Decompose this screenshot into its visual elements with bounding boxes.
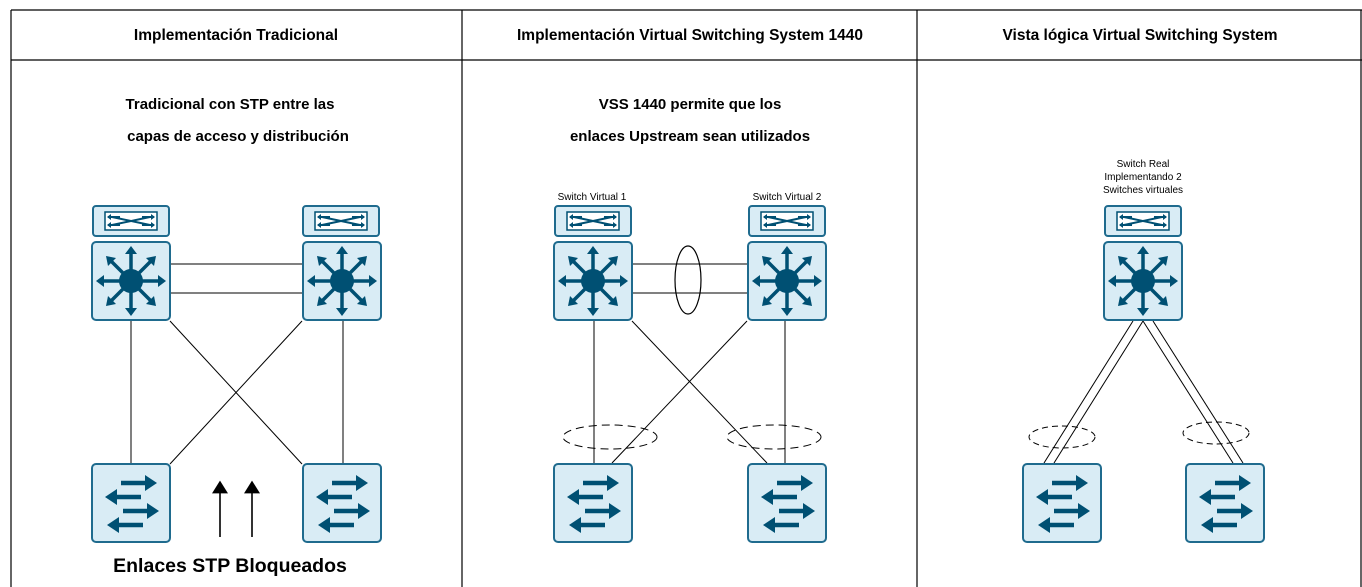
vss-caption-line1: VSS 1440 permite que los [599,96,782,113]
real-switch-label-line3: Switches virtuales [1103,185,1183,196]
switch-icon [554,205,632,237]
l3-switch-icon [91,241,171,321]
trad-link-cross-2 [169,320,303,465]
access-switch-icon [748,464,826,542]
vss-link-cross-1 [631,320,768,464]
switch-icon [1104,205,1182,237]
switch-icon [302,205,380,237]
traditional-caption-line2: capas de acceso y distribución [127,128,349,145]
panel-vss: VSS 1440 permite que los enlaces Upstrea… [553,96,827,542]
switch-virtual-2-label: Switch Virtual 2 [753,192,822,203]
access-switch-icon [1023,464,1101,542]
header-vss: Implementación Virtual Switching System … [517,27,863,44]
logical-ellipse-left [1028,425,1096,449]
logical-link-right-2 [1152,320,1244,464]
traditional-caption-line1: Tradicional con STP entre las [126,96,335,113]
mec-ellipse-right [726,424,822,450]
switch-icon [748,205,826,237]
panel-logical: Switch Real Implementando 2 Switches vir… [1023,159,1264,542]
logical-link-right-1 [1142,320,1234,464]
real-switch-label-line2: Implementando 2 [1104,172,1182,183]
l3-switch-icon [553,241,633,321]
panel-traditional: Tradicional con STP entre las capas de a… [91,96,382,577]
switch-virtual-1-label: Switch Virtual 1 [558,192,627,203]
switch-icon [92,205,170,237]
logical-link-left-2 [1053,320,1144,464]
logical-ellipse-right [1182,421,1250,445]
vss-link-cross-2 [611,320,748,464]
access-switch-icon [1186,464,1264,542]
mec-ellipse-left [562,424,658,450]
logical-link-left-1 [1043,320,1134,464]
access-switch-icon [554,464,632,542]
l3-switch-icon [747,241,827,321]
access-switch-icon [303,464,381,542]
blocked-links-label: Enlaces STP Bloqueados [113,555,347,577]
vss-caption-line2: enlaces Upstream sean utilizados [570,128,810,145]
header-traditional: Implementación Tradicional [134,27,338,44]
table-frame [10,9,1362,587]
vsl-bundle-ellipse [674,245,702,315]
real-switch-label-line1: Switch Real [1117,159,1170,170]
header-logical: Vista lógica Virtual Switching System [1002,27,1277,44]
access-switch-icon [92,464,170,542]
l3-switch-icon [1103,241,1183,321]
l3-switch-icon [302,241,382,321]
